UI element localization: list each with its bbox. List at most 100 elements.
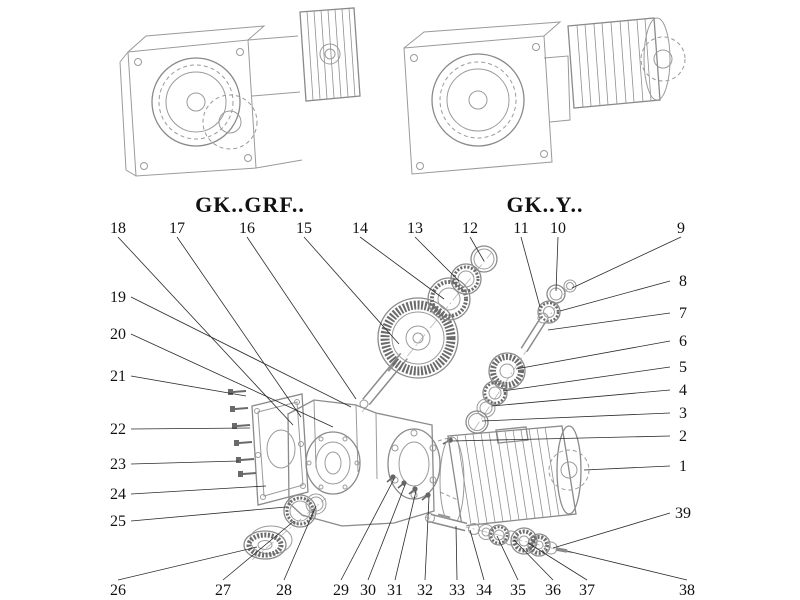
leader-line-27 [222,520,295,581]
leader-line-30 [367,484,406,581]
callout-1: 1 [679,458,687,475]
bearing-14 [427,277,471,321]
leader-line-5 [502,366,671,392]
callout-3: 3 [679,405,687,422]
ring-28 [305,493,327,515]
callout-23: 23 [110,456,126,473]
callout-27: 27 [215,582,231,599]
bevel-gear-26 [243,525,293,560]
callout-25: 25 [110,513,126,530]
leader-line-2 [451,435,671,442]
callout-6: 6 [679,333,687,350]
callout-19: 19 [110,289,126,306]
callout-28: 28 [276,582,292,599]
callout-10: 10 [550,220,566,237]
leader-line-15 [303,236,400,345]
leader-line-12 [469,236,485,262]
leader-line-10 [555,236,559,292]
leader-line-36 [513,539,554,581]
finned-cover [299,7,361,102]
leader-line-23 [130,460,240,465]
callout-39: 39 [675,505,691,522]
leader-line-35 [496,535,519,581]
leader-line-22 [130,427,251,430]
callout-24: 24 [110,486,126,503]
callout-33: 33 [449,582,465,599]
ring-4 [476,398,496,418]
callout-8: 8 [679,273,687,290]
callout-11: 11 [513,220,528,237]
leader-line-24 [130,485,267,495]
ring-12 [470,245,498,273]
callout-31: 31 [387,582,403,599]
leader-line-28 [283,505,317,581]
leader-line-38 [566,550,688,581]
leader-line-25 [130,506,287,522]
variant-label-grf: GK..GRF.. [195,192,305,217]
callout-35: 35 [510,582,526,599]
callout-32: 32 [417,582,433,599]
bearing-13 [450,263,482,295]
callout-15: 15 [296,220,312,237]
callout-38: 38 [679,582,695,599]
bearing-8 [537,300,561,324]
callout-7: 7 [679,305,687,322]
callout-37: 37 [579,582,595,599]
leader-line-4 [491,389,671,407]
main-gear [377,297,459,379]
callout-36: 36 [545,582,561,599]
callout-12: 12 [462,220,478,237]
callout-26: 26 [110,582,126,599]
motor-illustration [567,17,661,109]
leader-line-31 [394,490,417,581]
cover-plate [251,393,309,506]
cover-bolts [228,389,257,477]
leader-line-39 [552,512,671,549]
exploded-view [228,245,590,561]
leader-line-29 [340,478,395,581]
leader-line-7 [547,312,671,331]
leader-line-17 [176,236,302,418]
ring-9 [563,279,577,293]
leader-line-9 [571,236,682,289]
callout-16: 16 [239,220,255,237]
callout-21: 21 [110,368,126,385]
leader-line-14 [359,236,445,300]
gear-6 [488,352,526,390]
gearbox-y-illustration [403,17,686,175]
pinion-shaft-7 [520,312,549,353]
variant-label-y: GK..Y.. [506,192,584,217]
callout-29: 29 [333,582,349,599]
callout-9: 9 [677,220,685,237]
leader-line-37 [527,542,588,581]
callout-leader-lines [117,236,688,581]
callout-5: 5 [679,359,687,376]
ring-3 [465,410,489,434]
leader-line-32 [424,496,430,581]
callout-20: 20 [110,326,126,343]
leader-line-21 [130,375,247,397]
leader-line-3 [481,412,671,422]
leader-line-18 [117,236,294,426]
leader-line-26 [117,546,258,581]
leader-line-13 [414,236,460,282]
callout-30: 30 [360,582,376,599]
leader-line-16 [246,236,357,400]
callout-13: 13 [407,220,423,237]
callout-2: 2 [679,428,687,445]
leader-line-8 [559,280,671,312]
leader-line-19 [130,296,352,408]
leader-line-34 [469,529,485,581]
leader-line-11 [520,236,541,308]
leader-line-1 [583,465,671,471]
callout-14: 14 [352,220,368,237]
callout-4: 4 [679,382,687,399]
bearing-25 [283,494,317,528]
leader-line-33 [455,525,458,581]
leader-line-6 [515,340,671,370]
gearbox-grf-illustration [119,7,361,177]
callout-17: 17 [169,220,185,237]
